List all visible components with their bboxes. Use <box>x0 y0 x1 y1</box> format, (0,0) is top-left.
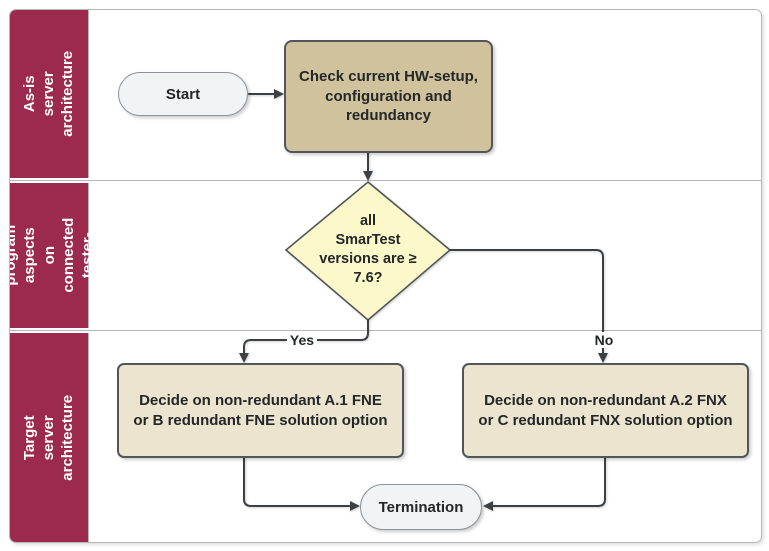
lane-title-as-is-server: As-is server architecture <box>10 10 89 178</box>
lane-title-test-program: Test-program aspects on connected tester… <box>10 182 115 329</box>
lane-title-text: Test-program aspects on connected tester… <box>9 218 115 294</box>
option-fne-node: Decide on non-redundant A.1 FNE or B red… <box>117 363 404 458</box>
lane-title-text: As-is server architecture <box>21 50 77 137</box>
lane-title-target-server: Target server architecture <box>10 333 89 542</box>
smartest-version-decision-label: all SmarTest versions are ≥ 7.6? <box>319 213 417 286</box>
lane-title-text: Target server architecture <box>21 394 77 481</box>
edge-label-yes: Yes <box>286 332 318 348</box>
termination-node: Termination <box>360 484 482 530</box>
option-fnx-node: Decide on non-redundant A.2 FNX or C red… <box>462 363 749 458</box>
start-node: Start <box>118 72 248 116</box>
check-hw-setup-node: Check current HW-setup, configuration an… <box>284 40 493 153</box>
edge-label-no: No <box>591 332 617 348</box>
